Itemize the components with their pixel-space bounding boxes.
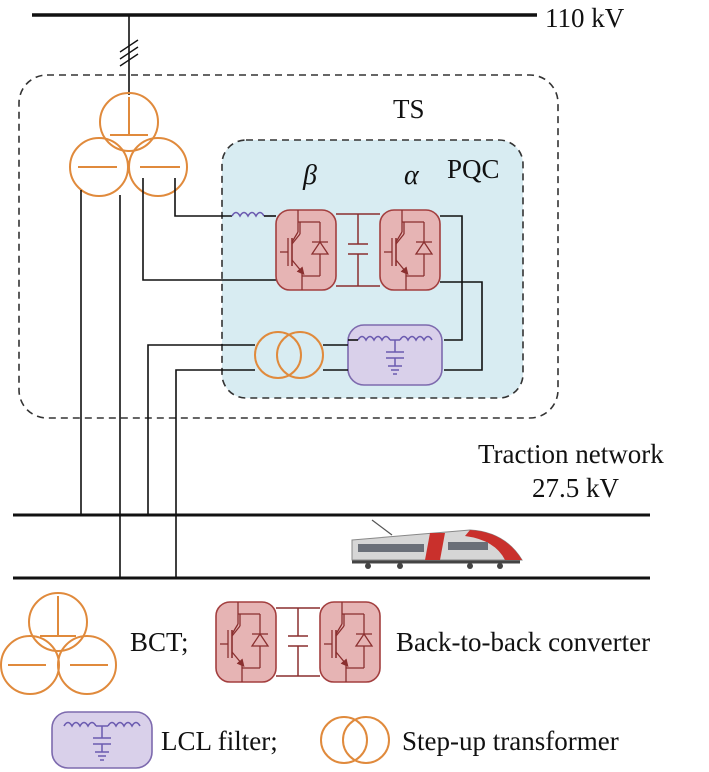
converter-alpha: [380, 210, 440, 290]
traction-network-label: Traction network: [478, 439, 664, 469]
three-phase-marker-icon: [119, 39, 139, 67]
legend-step-up-icon: [320, 716, 390, 764]
dc-link-capacitor-icon: [336, 213, 380, 287]
ts-label: TS: [393, 94, 425, 124]
legend-lcl-icon: [51, 711, 153, 769]
legend-lcl-label: LCL filter;: [161, 726, 278, 756]
traction-voltage-label: 27.5 kV: [532, 473, 620, 503]
input-inductor-icon: [231, 211, 276, 217]
legend-bct-icon: [0, 592, 117, 695]
high-speed-train-icon: [351, 519, 523, 569]
legend-converter-icon: [216, 602, 380, 682]
ts-boundary: [18, 74, 559, 419]
legend-step-up-label: Step-up transformer: [402, 726, 619, 756]
step-up-wiring: [147, 344, 348, 578]
step-up-transformer-icon: [254, 331, 324, 379]
legend-back-to-back-label: Back-to-back converter: [396, 627, 650, 657]
beta-label: β: [302, 160, 317, 191]
grid-voltage-label: 110 kV: [545, 3, 625, 33]
lcl-filter: [347, 324, 443, 386]
pqc-label: PQC: [447, 154, 500, 184]
pqc-boundary: [221, 139, 524, 399]
converter-beta: [276, 210, 336, 290]
alpha-label: α: [404, 160, 420, 191]
legend-bct-label: BCT;: [130, 627, 189, 657]
alpha-output-wiring: [440, 215, 483, 371]
three-winding-transformer-icon: [69, 92, 188, 197]
